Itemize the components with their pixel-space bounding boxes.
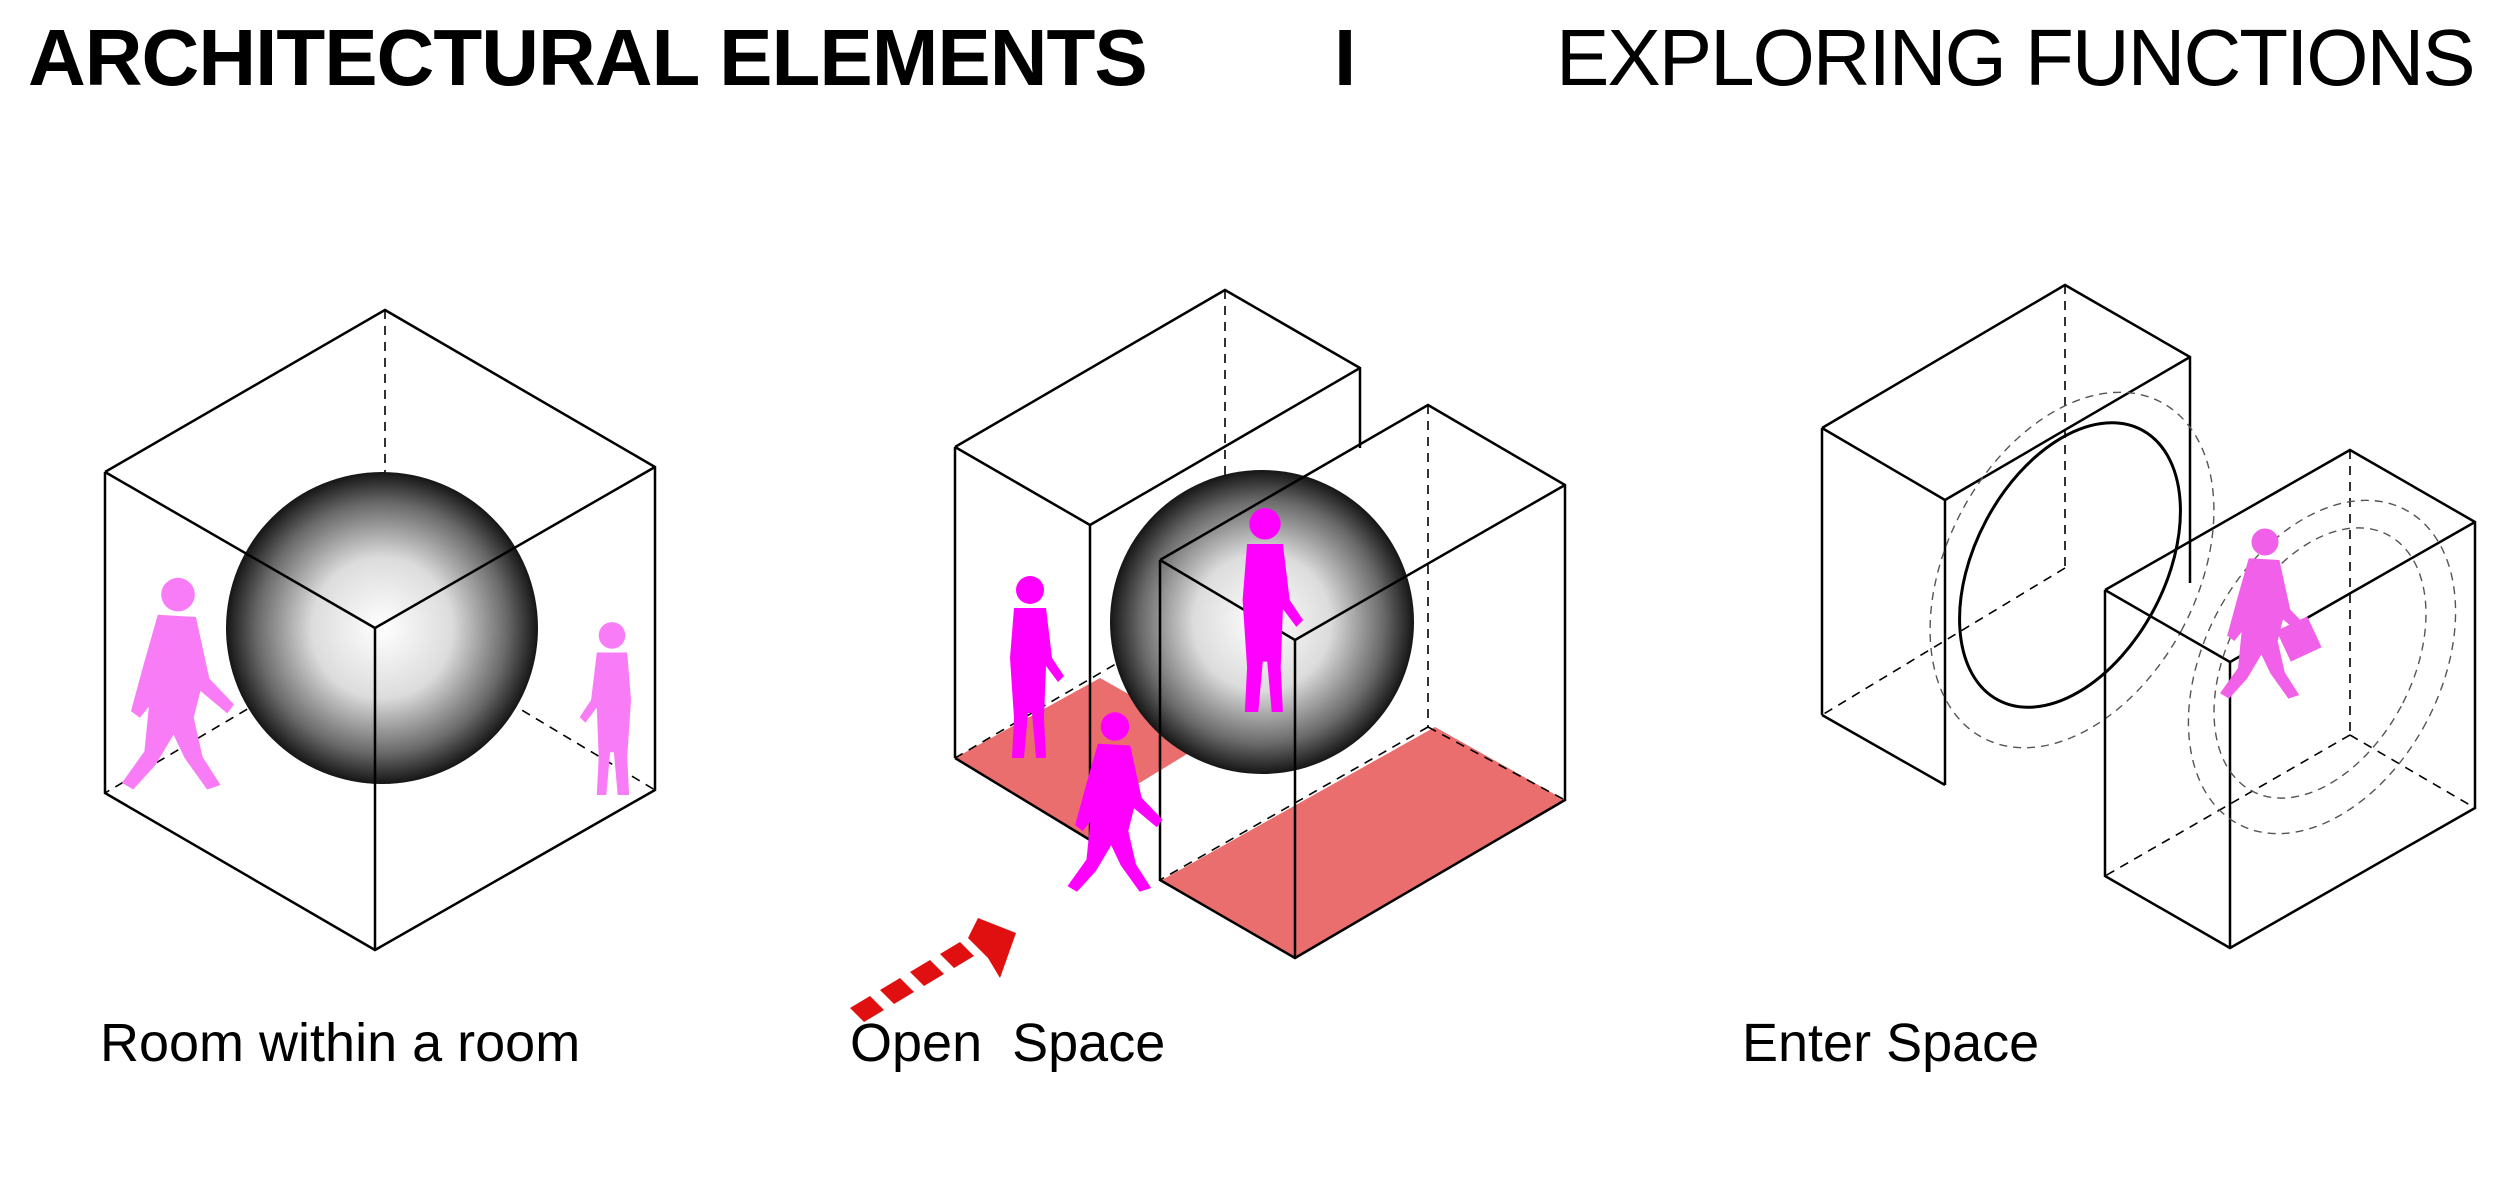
caption-open-space: Open Space	[850, 1013, 1166, 1073]
front-box-edges	[2103, 448, 2477, 950]
right-box-hidden-edges	[1159, 405, 1566, 881]
person-with-bag	[2220, 528, 2322, 699]
floor-right	[1162, 727, 1565, 958]
front-box-hidden-edges	[2104, 450, 2476, 877]
person-standing-right	[579, 622, 631, 795]
cube-front-edges	[104, 465, 656, 950]
panel-room-within-a-room	[103, 308, 657, 952]
bag-icon	[2276, 616, 2322, 662]
sphere	[226, 472, 538, 784]
person-walking-left	[122, 577, 234, 790]
entry-arrow-icon	[850, 918, 1016, 1022]
panel-open-space	[850, 288, 1567, 1022]
caption-enter-space: Enter Space	[1742, 1013, 2040, 1073]
title-exploring-functions: EXPLORING FUNCTIONS	[1556, 13, 2476, 102]
caption-room-within-a-room: Room within a room	[100, 1013, 581, 1073]
title-separator: I	[1334, 13, 1357, 102]
wall-opening	[1958, 421, 2182, 709]
title-architectural-elements: ARCHITECTURAL ELEMENTS	[28, 13, 1148, 102]
panel-enter-space	[1820, 283, 2477, 950]
back-box-edges	[1820, 283, 2192, 787]
left-box-edges	[953, 288, 1362, 842]
